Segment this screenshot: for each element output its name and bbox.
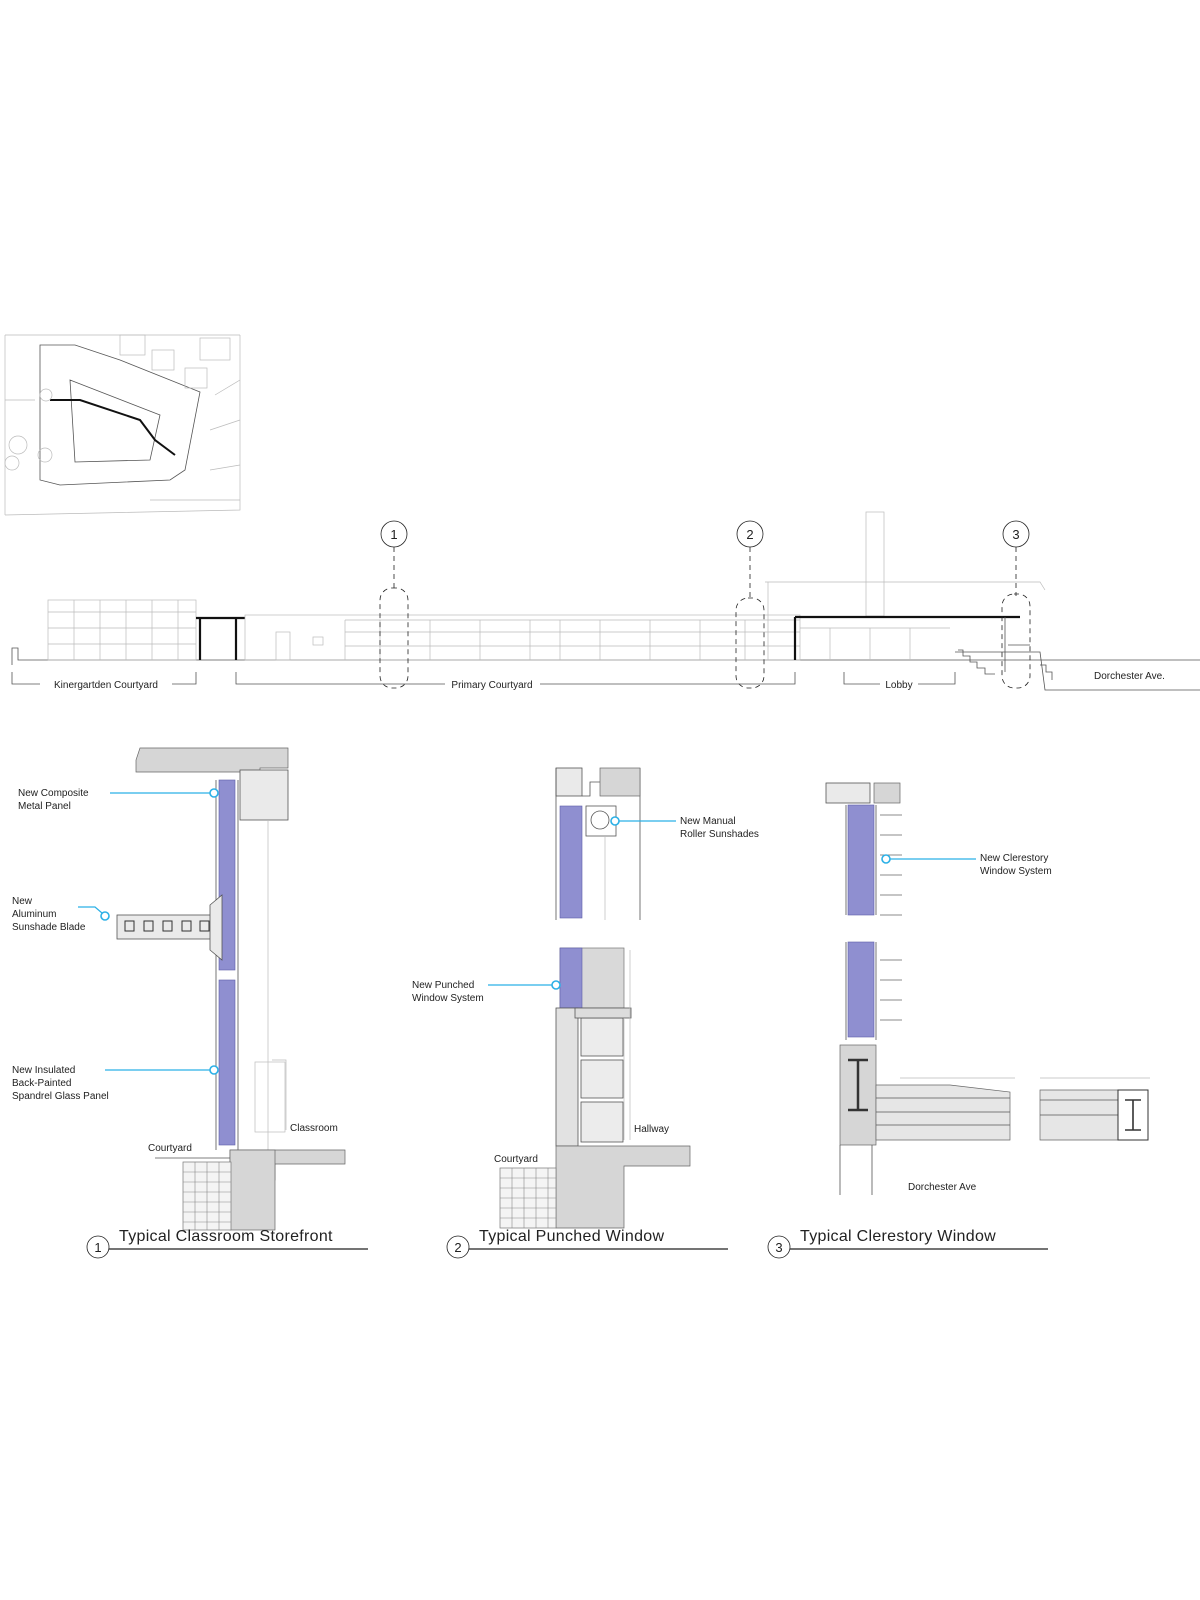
svg-text:New: New <box>12 896 33 907</box>
svg-text:Window System: Window System <box>412 993 484 1004</box>
room-classroom: Classroom <box>290 1123 338 1134</box>
detail-title-3: 3 Typical Clerestory Window <box>767 1228 1048 1259</box>
detail-title-1: 1 Typical Classroom Storefront <box>86 1228 368 1259</box>
zone-kindergarten-label: Kinergartden Courtyard <box>54 680 158 691</box>
detail-2-punched-window: New Manual Roller Sunshades New Punched … <box>412 767 759 1259</box>
key-plan <box>4 334 241 516</box>
room-courtyard-2: Courtyard <box>494 1154 538 1165</box>
callout-clerestory-window-system[interactable]: New Clerestory Window System <box>881 853 1052 877</box>
svg-text:Metal Panel: Metal Panel <box>18 801 71 812</box>
svg-text:Aluminum: Aluminum <box>12 909 56 920</box>
svg-text:Typical Punched Window: Typical Punched Window <box>479 1228 665 1245</box>
detail-3-clerestory-window: New Clerestory Window System Dorchester … <box>767 782 1150 1259</box>
detail-1-storefront: New Composite Metal Panel New Aluminum S… <box>12 747 368 1259</box>
svg-text:Typical Classroom Storefront: Typical Classroom Storefront <box>119 1228 333 1245</box>
svg-text:2: 2 <box>746 527 753 542</box>
svg-text:Roller Sunshades: Roller Sunshades <box>680 829 759 840</box>
svg-text:Window System: Window System <box>980 866 1052 877</box>
svg-text:Back-Painted: Back-Painted <box>12 1078 71 1089</box>
svg-text:Sunshade Blade: Sunshade Blade <box>12 922 86 933</box>
svg-text:1: 1 <box>94 1240 101 1255</box>
section-marker-1[interactable]: 1 <box>379 520 409 689</box>
foundation-hatch-2 <box>499 1167 557 1229</box>
callout-punched-window-system[interactable]: New Punched Window System <box>412 980 561 1004</box>
zone-primary-courtyard-label: Primary Courtyard <box>451 680 532 691</box>
svg-text:New Insulated: New Insulated <box>12 1065 75 1076</box>
svg-text:New Manual: New Manual <box>680 816 736 827</box>
detail-title-2: 2 Typical Punched Window <box>446 1228 728 1259</box>
building-section: 1 2 3 Kinergartden Courtyard Primary Cou… <box>11 511 1200 691</box>
foundation-hatch-1 <box>182 1161 232 1231</box>
svg-text:2: 2 <box>454 1240 461 1255</box>
svg-text:1: 1 <box>390 527 397 542</box>
section-marker-3[interactable]: 3 <box>1001 520 1031 689</box>
callout-spandrel-glass-panel[interactable]: New Insulated Back-Painted Spandrel Glas… <box>12 1065 219 1102</box>
svg-text:New Clerestory: New Clerestory <box>980 853 1048 864</box>
zone-dorchester-label: Dorchester Ave. <box>1094 671 1165 682</box>
svg-text:New Composite: New Composite <box>18 788 89 799</box>
clerestory-mullion-ticks <box>880 814 902 1021</box>
room-dorchester-ave: Dorchester Ave <box>908 1182 977 1193</box>
svg-text:3: 3 <box>1012 527 1019 542</box>
callout-aluminum-sunshade-blade[interactable]: New Aluminum Sunshade Blade <box>12 896 110 933</box>
svg-text:Spandrel Glass Panel: Spandrel Glass Panel <box>12 1091 109 1102</box>
svg-text:3: 3 <box>775 1240 782 1255</box>
cmu-cells <box>574 1007 632 1143</box>
callout-composite-metal-panel[interactable]: New Composite Metal Panel <box>18 788 219 812</box>
section-marker-2[interactable]: 2 <box>735 520 765 689</box>
zone-lobby-label: Lobby <box>885 680 912 691</box>
svg-text:Typical Clerestory Window: Typical Clerestory Window <box>800 1228 996 1245</box>
room-courtyard-1: Courtyard <box>148 1143 192 1154</box>
svg-text:New Punched: New Punched <box>412 980 474 991</box>
callout-manual-roller-sunshades[interactable]: New Manual Roller Sunshades <box>610 816 759 840</box>
room-hallway: Hallway <box>634 1124 669 1135</box>
